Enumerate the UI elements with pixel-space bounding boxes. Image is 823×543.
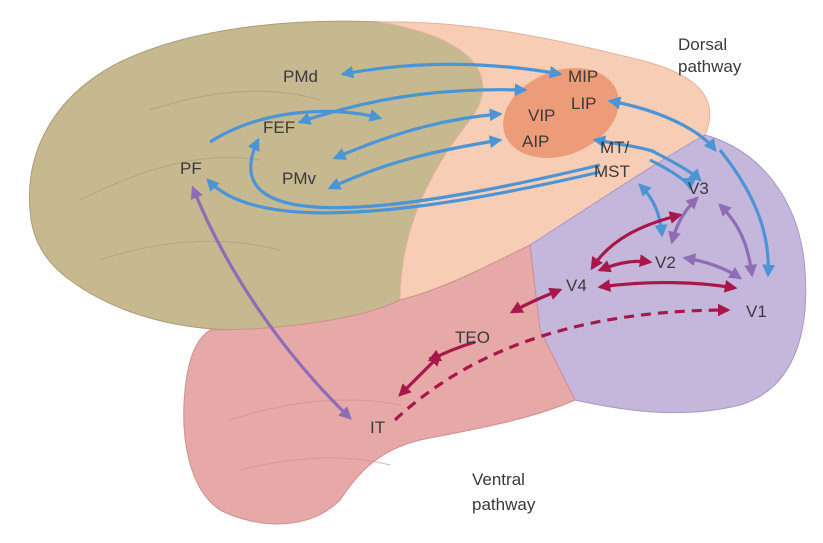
area-pf: PF bbox=[180, 159, 202, 178]
intraparietal-region bbox=[503, 68, 619, 158]
area-v4: V4 bbox=[566, 276, 587, 295]
area-pmv: PMv bbox=[282, 169, 317, 188]
area-mt: MT/ bbox=[600, 138, 630, 157]
ventral-pathway-label-1: Ventral bbox=[472, 470, 525, 489]
temporal-lobe bbox=[183, 244, 576, 525]
area-lip: LIP bbox=[571, 94, 597, 113]
area-v2: V2 bbox=[655, 253, 676, 272]
ventral-pathway-label-2: pathway bbox=[472, 495, 536, 514]
area-aip: AIP bbox=[522, 132, 549, 151]
area-mip: MIP bbox=[568, 67, 598, 86]
area-v3: V3 bbox=[688, 179, 709, 198]
dorsal-pathway-label-1: Dorsal bbox=[678, 35, 727, 54]
area-fef: FEF bbox=[263, 118, 295, 137]
area-teo: TEO bbox=[455, 328, 490, 347]
area-v1: V1 bbox=[746, 302, 767, 321]
area-mst: MST bbox=[594, 162, 630, 181]
area-vip: VIP bbox=[528, 106, 555, 125]
area-pmd: PMd bbox=[283, 67, 318, 86]
dorsal-pathway-label-2: pathway bbox=[678, 57, 742, 76]
ventral-arrows bbox=[393, 211, 738, 422]
area-it: IT bbox=[370, 418, 385, 437]
